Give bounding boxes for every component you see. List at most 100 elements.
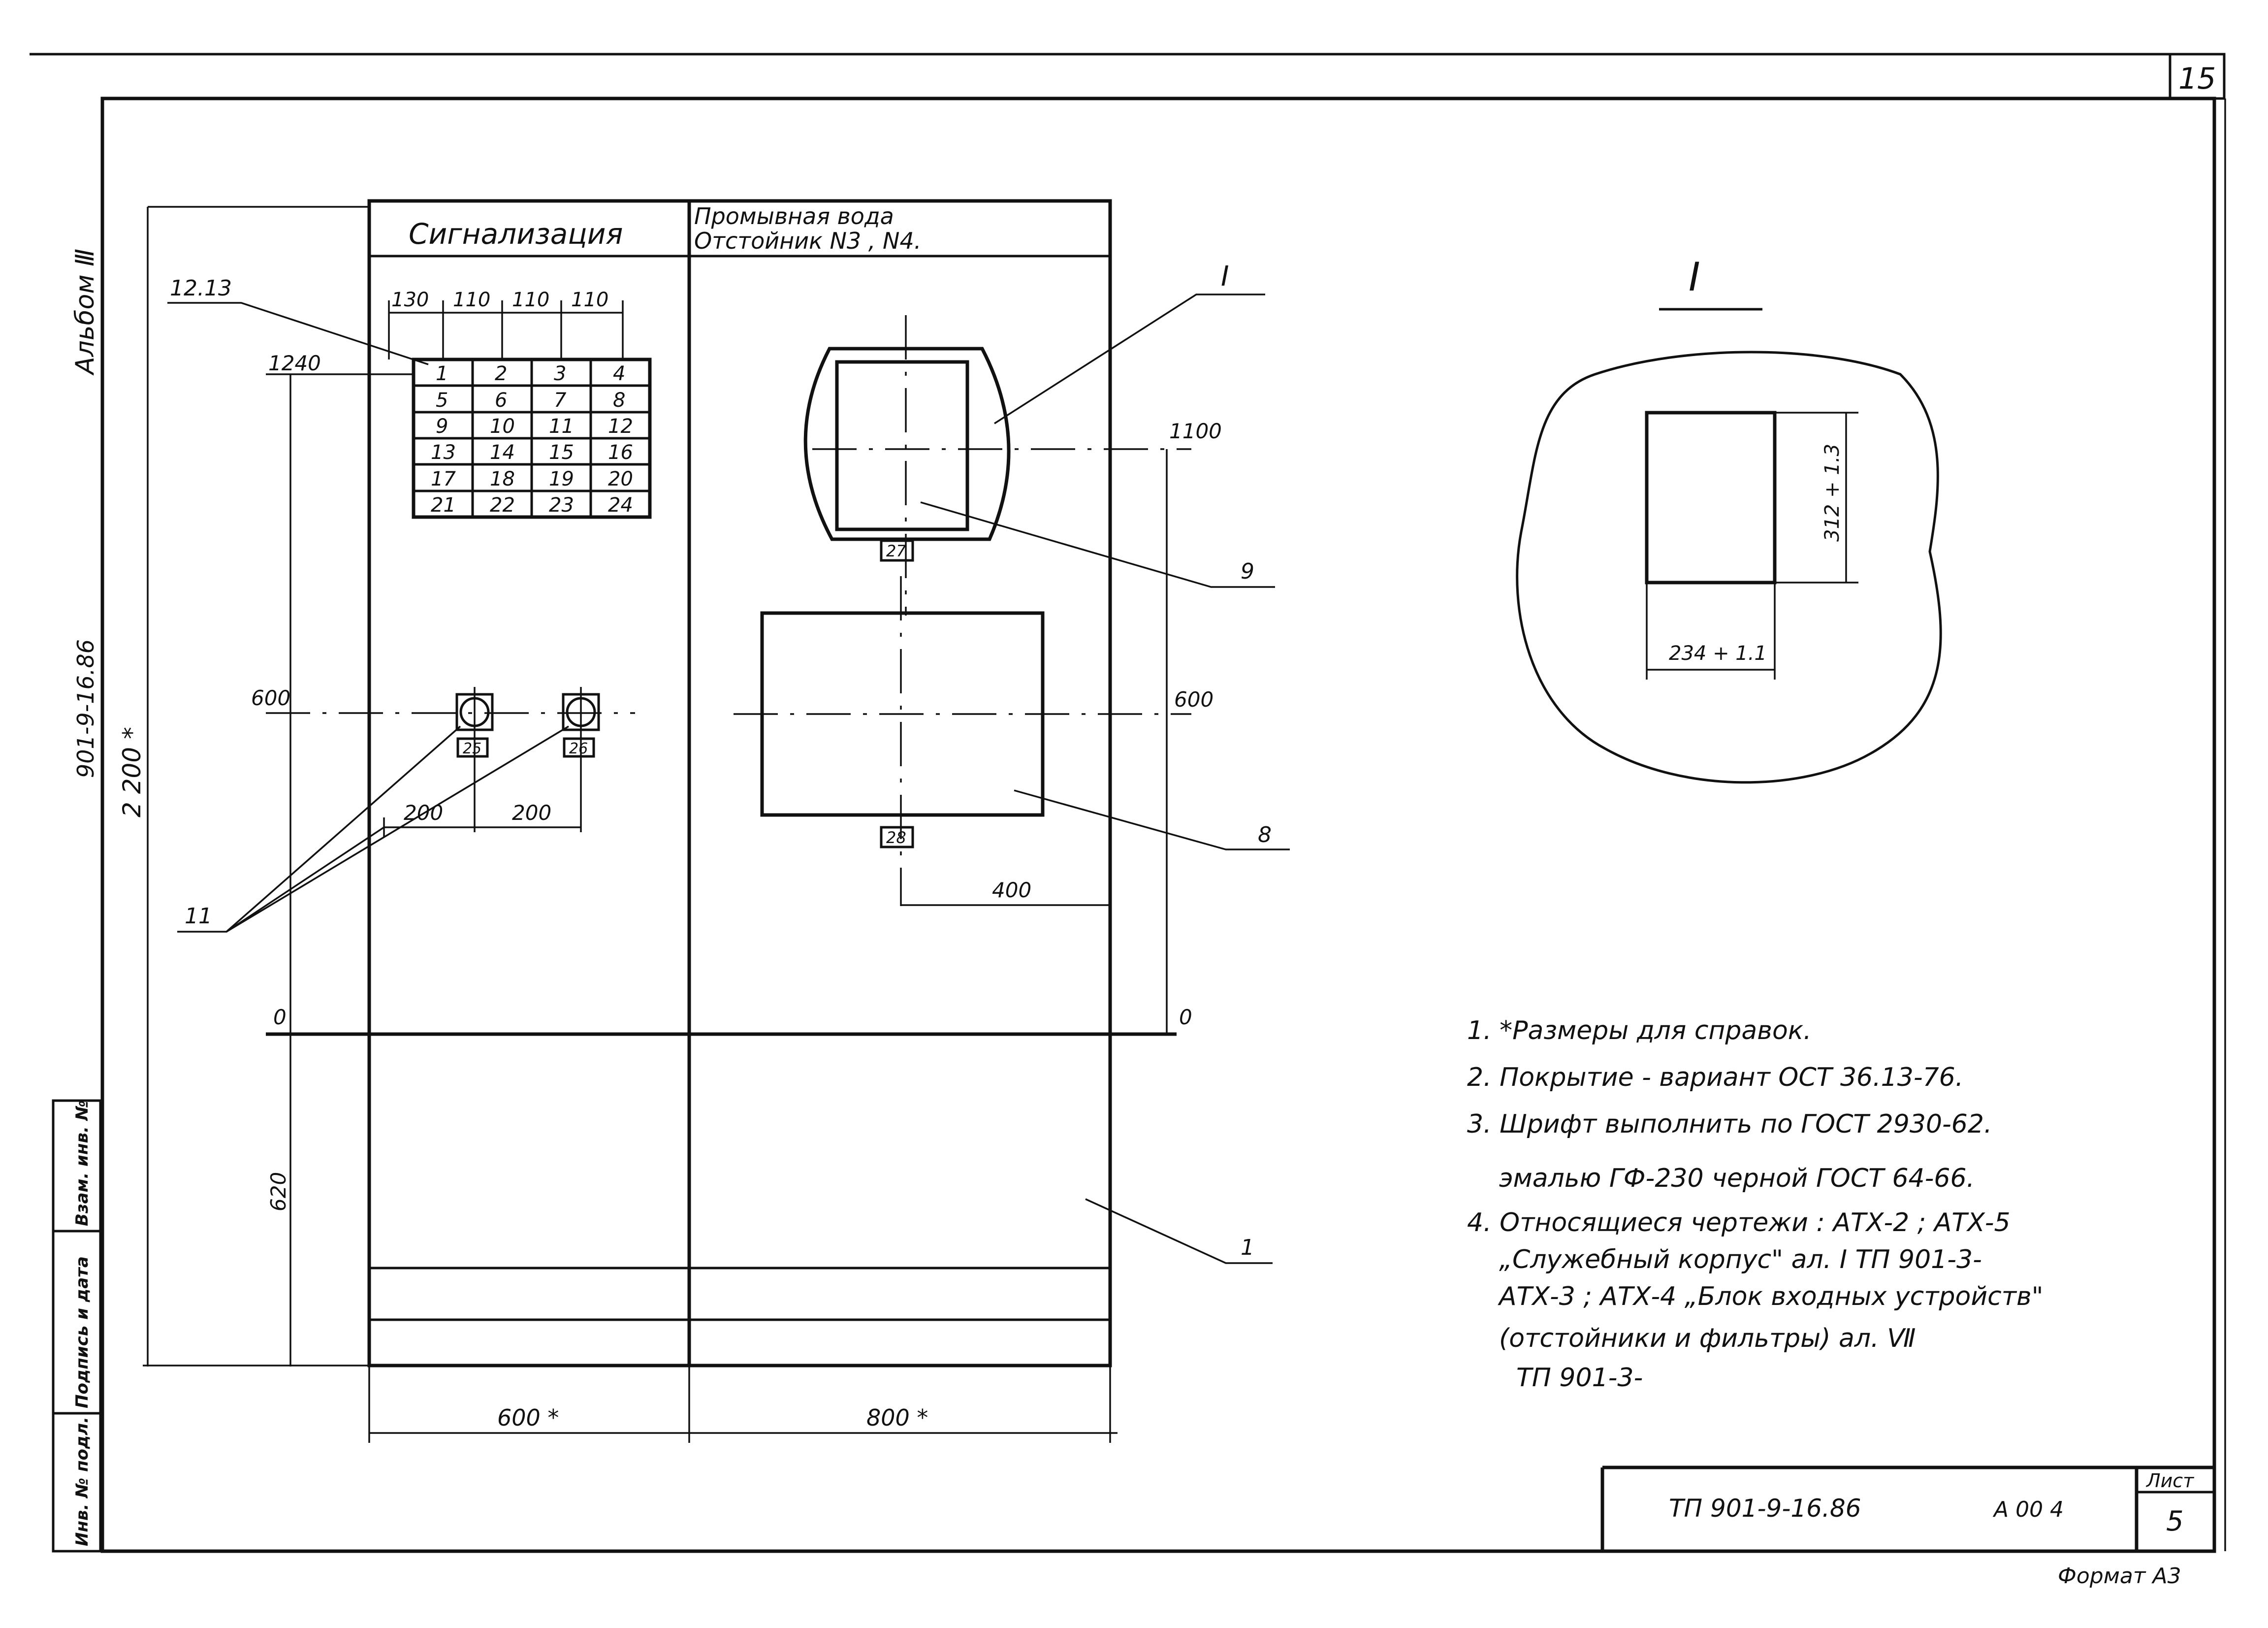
grid-level-dim: 1240: [268, 351, 321, 375]
lamp-cell: 22: [490, 494, 515, 517]
level-1100: 1100: [1169, 419, 1222, 443]
sheet-label: Лист: [2145, 1470, 2195, 1492]
notes: 1. *Размеры для справок. 2. Покрытие - в…: [1467, 1016, 2044, 1393]
lamp-cell: 17: [431, 468, 456, 490]
wash-header-2: Отстойник N3 , N4.: [694, 228, 921, 254]
note-2: 2. Покрытие - вариант ОСТ 36.13-76.: [1467, 1063, 1963, 1092]
note-4-line3: АТХ-3 ; АТХ-4 „Блок входных устройств": [1498, 1282, 2044, 1311]
total-height-dim: 2 200 *: [118, 727, 146, 817]
lamp-cell: 1: [436, 362, 448, 385]
lamp-grid: 1 2 3 4 5 6 7 8 9 10 11 12 13 14 15 16 1…: [412, 358, 652, 519]
lamp-cell: 2: [495, 362, 507, 385]
panel-outline: [367, 199, 1112, 1368]
panel-drawing: Сигнализация Промывная вода Отстойник N3…: [118, 199, 1290, 1443]
zero-left: 0: [273, 1005, 287, 1029]
callout-I: I: [1221, 260, 1229, 293]
button-26: 26: [562, 687, 600, 832]
detail-height-dim: 312 + 1.3: [1821, 444, 1844, 542]
display-window: [803, 347, 1011, 541]
detail-I: I 312 + 1.3 234 + 1.1: [1516, 254, 1942, 784]
bottom-620-dim: 620: [266, 1172, 290, 1211]
tag-25: 25: [463, 740, 481, 757]
sheet-value: 5: [2166, 1505, 2184, 1537]
callout-I-leader: [994, 293, 1265, 424]
note-1: 1. *Размеры для справок.: [1467, 1016, 1812, 1045]
tag-28: 28: [886, 828, 906, 847]
col-dim: 110: [453, 289, 490, 311]
title-album-code: А 00 4: [1992, 1497, 2064, 1522]
tag-28-box: [880, 826, 914, 848]
title-block: ТП 901-9-16.86 А 00 4 Лист 5: [1600, 1465, 2214, 1551]
callout-9-leader: [920, 501, 1275, 588]
lamp-cell: 9: [436, 415, 448, 438]
lamp-cell: 18: [490, 468, 515, 490]
callout-1: 1: [1241, 1235, 1254, 1260]
album-label: Альбом Ⅲ: [70, 249, 100, 376]
col-dim: 110: [571, 289, 608, 311]
lamp-cell: 14: [490, 441, 515, 464]
note-4-line4: (отстойники и фильтры) ал. Ⅶ: [1499, 1324, 1916, 1353]
offset-400: 400: [992, 878, 1031, 902]
lamp-cell: 8: [613, 389, 625, 412]
lamp-cell: 24: [608, 494, 633, 517]
sheet-number: 15: [2178, 62, 2216, 96]
tag-27: 27: [886, 542, 906, 560]
lamp-cell: 16: [608, 441, 633, 464]
lamp-cell: 19: [549, 468, 574, 490]
lamp-cell: 21: [431, 494, 456, 517]
detail-outline: [1516, 351, 1942, 784]
callout-8: 8: [1258, 822, 1272, 847]
display-inner: [835, 360, 969, 531]
zero-right: 0: [1179, 1005, 1192, 1029]
format-label: Формат А3: [2058, 1563, 2181, 1589]
stamp-replace-label: Взам. инв. №: [72, 1100, 92, 1226]
side-stamp: [52, 1099, 102, 1553]
lamp-cell: 11: [549, 415, 574, 438]
side-doc-code: 901-9-16.86: [72, 639, 99, 778]
lamp-cell: 15: [549, 441, 574, 464]
lamp-cell: 23: [549, 494, 574, 517]
detail-width-dim: 234 + 1.1: [1669, 642, 1767, 665]
lamp-cell: 7: [554, 389, 567, 412]
tag-26-box: [563, 737, 595, 758]
col-dim: 110: [512, 289, 549, 311]
callout-9: 9: [1241, 559, 1254, 584]
lamp-cell: 6: [495, 389, 507, 412]
note-3-cont: эмалью ГФ-230 черной ГОСТ 64-66.: [1499, 1164, 1975, 1193]
button-25: 25: [455, 687, 494, 832]
lamp-cell: 20: [608, 468, 633, 490]
drawing-frame: [100, 97, 2216, 1553]
signal-header: Сигнализация: [409, 217, 623, 251]
tag-27-box: [880, 539, 914, 562]
width-left: 600 *: [497, 1404, 559, 1431]
tag-26: 26: [569, 740, 588, 757]
callout-1213-leader: [167, 302, 429, 365]
detail-cutout: [1645, 411, 1777, 585]
lamp-cell: 5: [436, 389, 448, 412]
note-3: 3. Шрифт выполнить по ГОСТ 2930-62.: [1467, 1109, 1992, 1139]
lamp-cell: 13: [431, 441, 456, 464]
col-dim: 130: [391, 289, 429, 311]
spacing-b: 200: [512, 801, 551, 825]
stamp-sign-label: Подпись и дата: [72, 1256, 92, 1408]
note-4-line2: „Служебный корпус" ал. I ТП 901-3-: [1499, 1245, 1982, 1274]
callout-8-leader: [1014, 789, 1290, 850]
title-code: ТП 901-9-16.86: [1669, 1494, 1861, 1523]
lamp-cell: 10: [490, 415, 515, 438]
note-4: 4. Относящиеся чертежи : АТХ-2 ; АТХ-5: [1467, 1208, 2011, 1237]
sheet-number-box: [2169, 53, 2226, 100]
lamp-cell: 12: [608, 415, 633, 438]
width-right: 800 *: [866, 1404, 928, 1431]
note-4-line5: ТП 901-3-: [1516, 1363, 1643, 1393]
detail-title: I: [1689, 254, 1700, 300]
callout-11-leader: [177, 725, 461, 933]
level-600-left: 600: [251, 686, 290, 710]
wash-header-1: Промывная вода: [694, 203, 894, 229]
stamp-inv-label: Инв. № подл.: [72, 1417, 92, 1546]
lamp-cell: 4: [613, 362, 625, 385]
level-600-right: 600: [1174, 687, 1214, 712]
callout-11: 11: [185, 904, 212, 929]
callout-1213: 12.13: [170, 276, 232, 301]
callout-1-leader: [1085, 1198, 1273, 1264]
